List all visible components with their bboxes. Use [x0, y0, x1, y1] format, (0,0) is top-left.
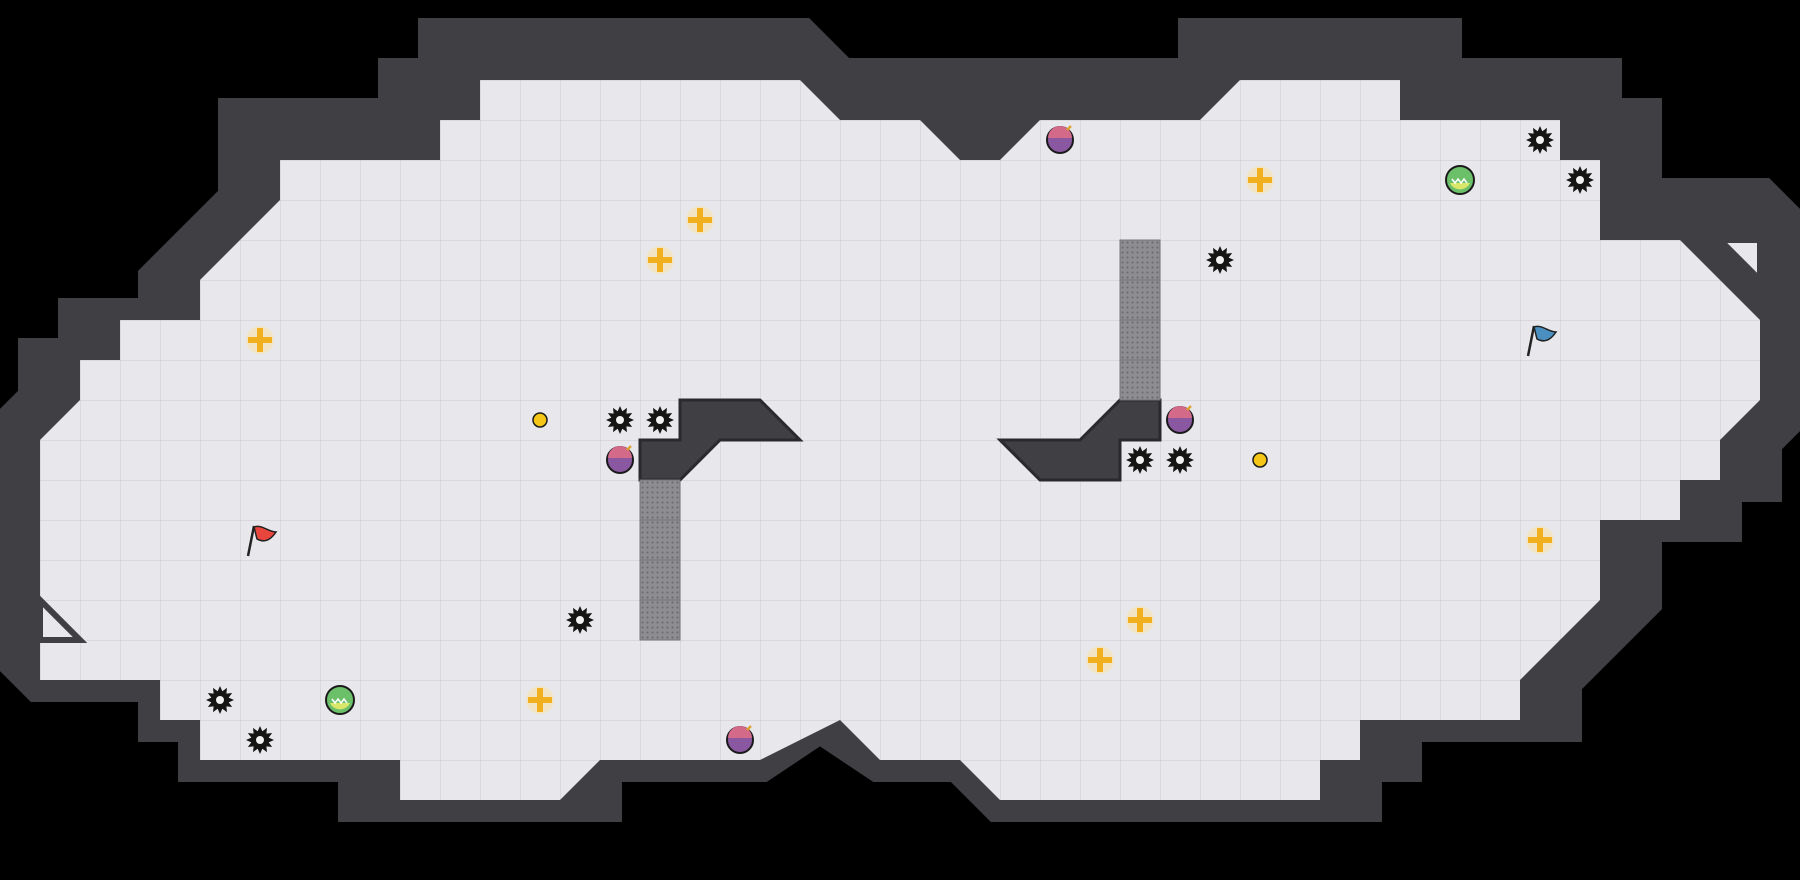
boost-icon: [646, 246, 674, 274]
gate-tile: [639, 599, 681, 641]
spike-icon: [246, 726, 274, 754]
inner-wall-right: [996, 398, 1162, 482]
gate-tile: [639, 479, 681, 521]
coin-icon: [1252, 452, 1268, 468]
gate-tile: [639, 559, 681, 601]
bomb-icon: [1166, 405, 1194, 434]
inner-wall-notch-right: [1712, 237, 1763, 288]
spike-icon: [1206, 246, 1234, 274]
gate-tile: [1119, 319, 1161, 361]
spike-icon: [646, 406, 674, 434]
boost-icon: [1126, 606, 1154, 634]
bomb-icon: [606, 445, 634, 474]
bomb-icon: [1046, 125, 1074, 154]
spike-icon: [1566, 166, 1594, 194]
arena-floor: [40, 80, 1760, 800]
boost-icon: [246, 326, 274, 354]
boost-icon: [526, 686, 554, 714]
powerup-icon: [325, 685, 355, 715]
flag-icon: [246, 525, 278, 557]
spike-icon: [606, 406, 634, 434]
spike-icon: [1526, 126, 1554, 154]
powerup-icon: [1445, 165, 1475, 195]
inner-wall-notch-left: [37, 592, 88, 643]
gate-tile: [1119, 279, 1161, 321]
coin-icon: [532, 412, 548, 428]
spike-icon: [1166, 446, 1194, 474]
spike-icon: [566, 606, 594, 634]
boost-icon: [1526, 526, 1554, 554]
flag-icon: [1526, 325, 1558, 357]
gate-tile: [1119, 239, 1161, 281]
spike-icon: [206, 686, 234, 714]
gate-tile: [1119, 359, 1161, 401]
spike-icon: [1126, 446, 1154, 474]
boost-icon: [1246, 166, 1274, 194]
floor-corner-left: [40, 440, 400, 760]
gate-group: [639, 239, 1161, 641]
gate-tile: [639, 519, 681, 561]
boost-icon: [686, 206, 714, 234]
bomb-icon: [726, 725, 754, 754]
boost-icon: [1086, 646, 1114, 674]
